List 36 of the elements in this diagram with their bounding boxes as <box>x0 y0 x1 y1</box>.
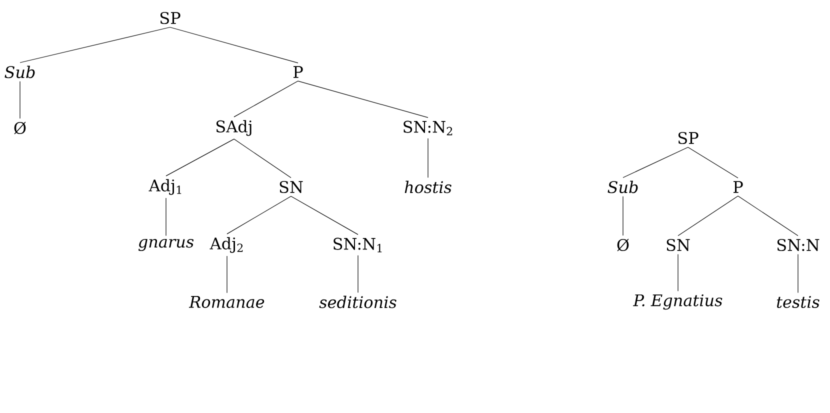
tree-label: Adj$_{2}$ <box>210 237 243 253</box>
tree-branch <box>234 138 292 178</box>
tree-branch <box>234 80 298 118</box>
tree-branch <box>738 196 798 236</box>
tree-label: Romanae <box>188 296 264 308</box>
tree-branch <box>226 196 292 234</box>
tree-branch <box>226 256 228 294</box>
tree-branch <box>298 80 428 118</box>
tree-label: SN <box>666 238 690 252</box>
tree-label: P <box>294 66 303 78</box>
tree-branch <box>170 26 298 64</box>
tree-label: SP <box>160 12 180 24</box>
tree-label: SN <box>280 180 303 194</box>
tree-branch <box>622 196 624 236</box>
tree-branch <box>622 146 688 178</box>
tree-branch <box>20 26 170 63</box>
tree-label: hostis <box>404 180 452 194</box>
tree-branch <box>688 146 738 178</box>
tree-branch <box>166 138 234 176</box>
tree-label: Ø <box>617 238 629 252</box>
tree-label: Sub <box>4 66 35 78</box>
tree-label: gnarus <box>138 238 194 252</box>
tree-label: Sub <box>608 180 638 194</box>
tree-label: P <box>734 181 743 193</box>
tree-branch <box>678 196 738 236</box>
tree-label: Adj$_{1}$ <box>148 179 182 195</box>
tree-label: Ø <box>14 122 26 134</box>
tree-label: P. Egnatius <box>633 294 722 310</box>
tree-label: testis <box>776 296 820 308</box>
tree-label: SP <box>678 132 698 144</box>
tree-label: SN:N <box>777 238 820 252</box>
tree-label: SN:N$_{2}$ <box>404 120 452 136</box>
tree-label: seditionis <box>319 296 396 308</box>
tree-label: SN:N$_{1}$ <box>334 238 382 252</box>
tree-branch <box>290 196 358 235</box>
tree-label: SAdj <box>216 120 252 136</box>
